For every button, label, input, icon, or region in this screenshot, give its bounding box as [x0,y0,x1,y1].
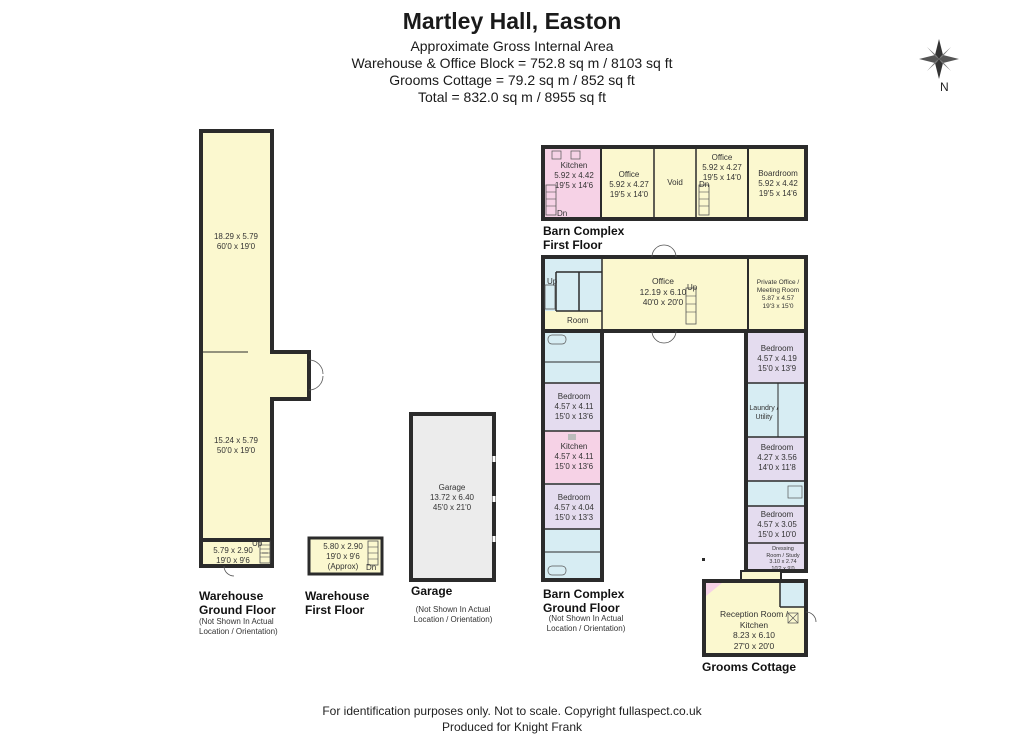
warehouse-stair-up-label: Up [252,539,263,548]
barn-ground-bedroom-l1-label: Bedroom 4.57 x 4.11 15'0 x 13'6 [554,392,594,421]
barn-ground-bedroom-r1-label: Bedroom 4.57 x 4.19 15'0 x 13'9 [757,344,797,373]
garage-title: Garage [411,584,453,598]
plan-title: Martley Hall, Easton [402,8,622,34]
barn-ground-private-office-label: Private Office / Meeting Room 5.87 x 4.5… [756,279,800,310]
warehouse-first-floor-plan [307,536,384,576]
warehouse-lower-room-label: 15.24 x 5.79 50'0 x 19'0 [213,436,259,455]
footer-credit: Produced for Knight Frank [441,720,583,734]
barn-first-stair-dn-label-2: Dn [699,180,710,189]
barn-ground-title: Barn Complex Ground Floor [543,587,625,615]
grooms-cottage-title: Grooms Cottage [702,660,797,674]
barn-first-floor-plan [541,145,808,221]
grooms-cottage-reception-label: Reception Room / Kitchen 8.23 x 6.10 27'… [719,609,789,651]
footer-disclaimer: For identification purposes only. Not to… [322,704,702,718]
barn-ground-stair-up-label-1: Up [547,277,558,286]
warehouse-first-room-label: 5.80 x 2.90 19'0 x 9'6 (Approx) [323,542,363,571]
area-line-total: Total = 832.0 sq m / 8955 sq ft [418,89,606,105]
barn-ground-note: (Not Shown In Actual Location / Orientat… [546,614,626,633]
compass-rose-icon [919,39,959,79]
barn-ground-stair-up-label-2: Up [687,283,698,292]
grooms-cottage-plan [702,579,817,657]
barn-ground-bedroom-r2-label: Bedroom 4.27 x 3.56 14'0 x 11'8 [757,443,797,472]
compass-north-label: N [940,80,949,94]
warehouse-ground-title: Warehouse Ground Floor [199,589,276,617]
barn-ground-laundry-label: Laundry / Utility [749,405,779,421]
barn-ground-kitchen-label: Kitchen 4.57 x 4.11 15'0 x 13'6 [554,442,594,471]
barn-first-stair-dn-label-1: Dn [557,209,568,218]
warehouse-ground-floor-plan [199,129,324,577]
barn-ground-dressing-room-label: Dressing Room / Study 3.10 x 2.74 10'2 x… [766,546,800,572]
barn-first-void-label: Void [667,178,683,187]
warehouse-first-stair-dn-label: Dn [366,563,377,572]
barn-first-title: Barn Complex First Floor [543,224,625,252]
garage-plan [409,412,496,582]
barn-ground-bedroom-l2-label: Bedroom 4.57 x 4.04 15'0 x 13'3 [554,493,594,522]
barn-first-office-b-label: Office 5.92 x 4.27 19'5 x 14'0 [702,153,742,182]
area-line-warehouse-office: Warehouse & Office Block = 752.8 sq m / … [351,55,673,71]
barn-first-kitchen-label: Kitchen 5.92 x 4.42 19'5 x 14'6 [554,161,594,190]
garage-room-label: Garage 13.72 x 6.40 45'0 x 21'0 [429,483,475,512]
warehouse-ground-note: (Not Shown In Actual Location / Orientat… [199,617,278,636]
barn-first-office-a-label: Office 5.92 x 4.27 19'5 x 14'0 [609,170,649,199]
plan-subtitle: Approximate Gross Internal Area [410,38,614,54]
warehouse-first-title: Warehouse First Floor [305,589,370,617]
barn-ground-office-label: Office 12.19 x 6.10 40'0 x 20'0 [639,276,687,307]
warehouse-upper-room-label: 18.29 x 5.79 60'0 x 19'0 [213,232,259,251]
barn-ground-floor-plan [541,244,808,584]
warehouse-small-room-label: 5.79 x 2.90 19'0 x 9'6 [213,546,253,565]
barn-first-boardroom-label: Boardroom 5.92 x 4.42 19'5 x 14'6 [758,169,798,198]
barn-ground-room-label: Room [567,316,589,325]
garage-note: (Not Shown In Actual Location / Orientat… [413,605,493,624]
barn-ground-bedroom-r3-label: Bedroom 4.57 x 3.05 15'0 x 10'0 [757,510,797,539]
area-line-grooms-cottage: Grooms Cottage = 79.2 sq m / 852 sq ft [389,72,635,88]
